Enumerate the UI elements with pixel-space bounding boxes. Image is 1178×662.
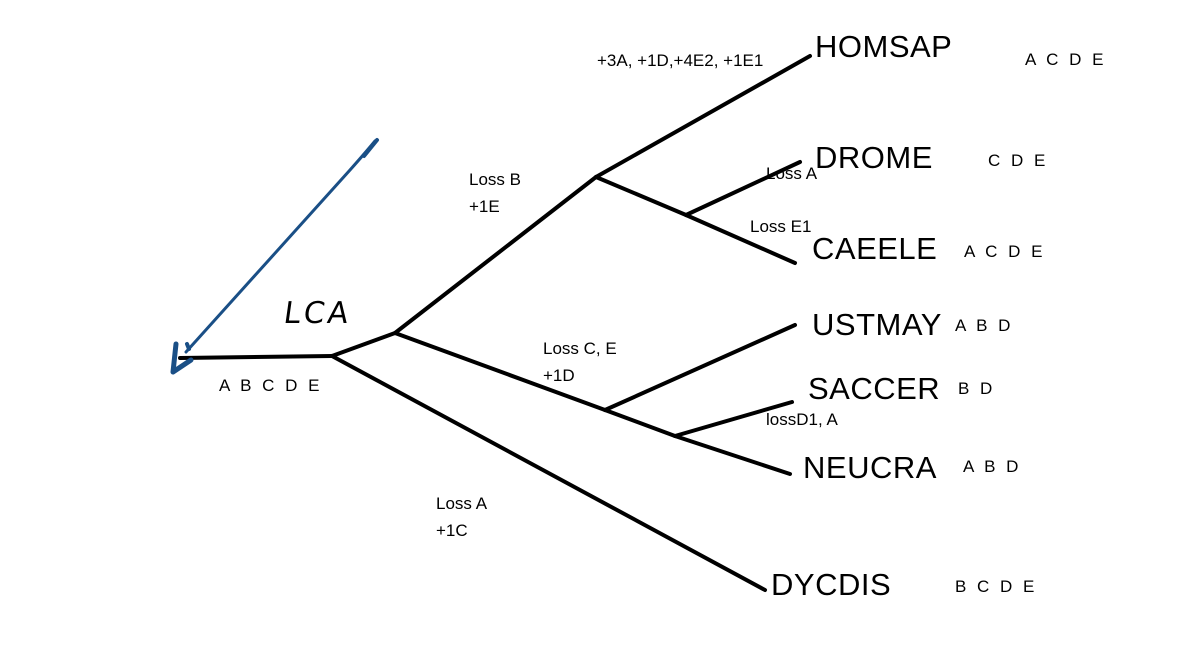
- event-animals-line2: +1E: [469, 197, 500, 216]
- event-saccer: lossD1, A: [766, 410, 838, 429]
- event-drome: Loss A: [766, 164, 818, 183]
- branch-animals-inner: [594, 175, 688, 217]
- branch-to-caeele: [684, 213, 797, 265]
- event-dycdis: Loss A +1C: [436, 490, 487, 544]
- branch-to-neucra: [673, 434, 792, 476]
- taxon-saccer: SACCER: [808, 371, 941, 406]
- taxon-drome: DROME: [815, 140, 933, 175]
- event-fungi-line2: +1D: [543, 366, 575, 385]
- root-genes: A B C D E: [219, 376, 323, 395]
- genes-drome: C D E: [988, 151, 1049, 170]
- hand-drawn-arrow-tip: [362, 138, 379, 158]
- branch-fungi-inner: [603, 408, 677, 438]
- event-animals-line1: Loss B: [469, 170, 521, 189]
- event-homsap: +3A, +1D,+4E2, +1E1: [597, 51, 764, 70]
- genes-homsap: A C D E: [1025, 50, 1107, 69]
- branch-to-drome: [684, 160, 802, 217]
- genes-ustmay: A B D: [955, 316, 1014, 335]
- taxon-dycdis: DYCDIS: [771, 567, 892, 602]
- branch-upper-to-fungi: [393, 331, 607, 412]
- event-dycdis-line1: Loss A: [436, 494, 488, 513]
- event-dycdis-line2: +1C: [436, 521, 468, 540]
- branch-to-ustmay: [603, 323, 797, 412]
- hand-drawn-arrow-mark: [185, 342, 191, 351]
- genes-neucra: A B D: [963, 457, 1022, 476]
- branch-upper-to-animals: [393, 175, 598, 335]
- branch-to-homsap: [594, 54, 812, 179]
- event-fungi: Loss C, E +1D: [543, 335, 617, 389]
- taxon-ustmay: USTMAY: [812, 307, 942, 342]
- branch-to-saccer: [673, 400, 794, 438]
- genes-caeele: A C D E: [964, 242, 1046, 261]
- branch-lca-upper: [330, 331, 397, 358]
- event-fungi-line1: Loss C, E: [543, 339, 617, 358]
- hand-drawn-arrow-head: [170, 341, 194, 375]
- event-caeele: Loss E1: [750, 217, 812, 236]
- taxon-caeele: CAEELE: [812, 231, 938, 266]
- branch-to-dycdis: [330, 354, 767, 592]
- taxon-homsap: HOMSAP: [815, 29, 953, 64]
- root-label: LCA: [281, 296, 354, 331]
- genes-dycdis: B C D E: [955, 577, 1038, 596]
- genes-saccer: B D: [958, 379, 996, 398]
- event-animals: Loss B +1E: [469, 166, 521, 220]
- root-branch: [178, 354, 334, 360]
- taxon-neucra: NEUCRA: [803, 450, 937, 485]
